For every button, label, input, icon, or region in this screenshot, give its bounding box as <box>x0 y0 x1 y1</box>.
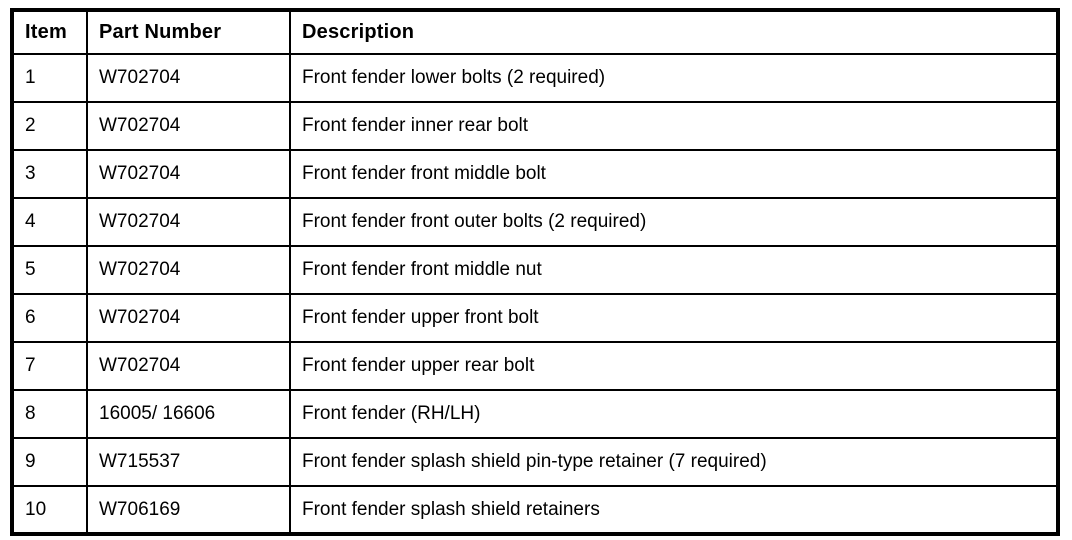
header-row: Item Part Number Description <box>11 9 1059 55</box>
parts-table: Item Part Number Description 1 W702704 F… <box>10 8 1060 536</box>
header-description: Description <box>289 9 1059 55</box>
cell-part-number: W702704 <box>86 197 291 247</box>
cell-description: Front fender splash shield pin-type reta… <box>289 437 1059 487</box>
table-row: 10 W706169 Front fender splash shield re… <box>11 485 1059 535</box>
table-row: 7 W702704 Front fender upper rear bolt <box>11 341 1059 391</box>
table-row: 5 W702704 Front fender front middle nut <box>11 245 1059 295</box>
cell-description: Front fender inner rear bolt <box>289 101 1059 151</box>
cell-description: Front fender front middle bolt <box>289 149 1059 199</box>
cell-part-number: W702704 <box>86 53 291 103</box>
table-row: 3 W702704 Front fender front middle bolt <box>11 149 1059 199</box>
cell-part-number: W706169 <box>86 485 291 535</box>
cell-description: Front fender (RH/LH) <box>289 389 1059 439</box>
table-row: 1 W702704 Front fender lower bolts (2 re… <box>11 53 1059 103</box>
cell-part-number: W702704 <box>86 293 291 343</box>
cell-part-number: W715537 <box>86 437 291 487</box>
header-part-number: Part Number <box>86 9 291 55</box>
cell-description: Front fender upper front bolt <box>289 293 1059 343</box>
table-row: 4 W702704 Front fender front outer bolts… <box>11 197 1059 247</box>
cell-item: 7 <box>11 341 88 391</box>
table-row: 6 W702704 Front fender upper front bolt <box>11 293 1059 343</box>
cell-description: Front fender front middle nut <box>289 245 1059 295</box>
cell-description: Front fender front outer bolts (2 requir… <box>289 197 1059 247</box>
table-row: 2 W702704 Front fender inner rear bolt <box>11 101 1059 151</box>
cell-description: Front fender lower bolts (2 required) <box>289 53 1059 103</box>
cell-part-number: 16005/ 16606 <box>86 389 291 439</box>
table-header: Item Part Number Description <box>11 9 1059 55</box>
cell-description: Front fender upper rear bolt <box>289 341 1059 391</box>
cell-item: 5 <box>11 245 88 295</box>
table-row: 8 16005/ 16606 Front fender (RH/LH) <box>11 389 1059 439</box>
cell-item: 9 <box>11 437 88 487</box>
cell-item: 10 <box>11 485 88 535</box>
cell-item: 1 <box>11 53 88 103</box>
cell-part-number: W702704 <box>86 245 291 295</box>
cell-part-number: W702704 <box>86 149 291 199</box>
cell-item: 3 <box>11 149 88 199</box>
table-body: 1 W702704 Front fender lower bolts (2 re… <box>11 53 1059 535</box>
cell-item: 8 <box>11 389 88 439</box>
cell-item: 4 <box>11 197 88 247</box>
cell-item: 6 <box>11 293 88 343</box>
table-row: 9 W715537 Front fender splash shield pin… <box>11 437 1059 487</box>
cell-description: Front fender splash shield retainers <box>289 485 1059 535</box>
cell-part-number: W702704 <box>86 341 291 391</box>
header-item: Item <box>11 9 88 55</box>
cell-item: 2 <box>11 101 88 151</box>
cell-part-number: W702704 <box>86 101 291 151</box>
